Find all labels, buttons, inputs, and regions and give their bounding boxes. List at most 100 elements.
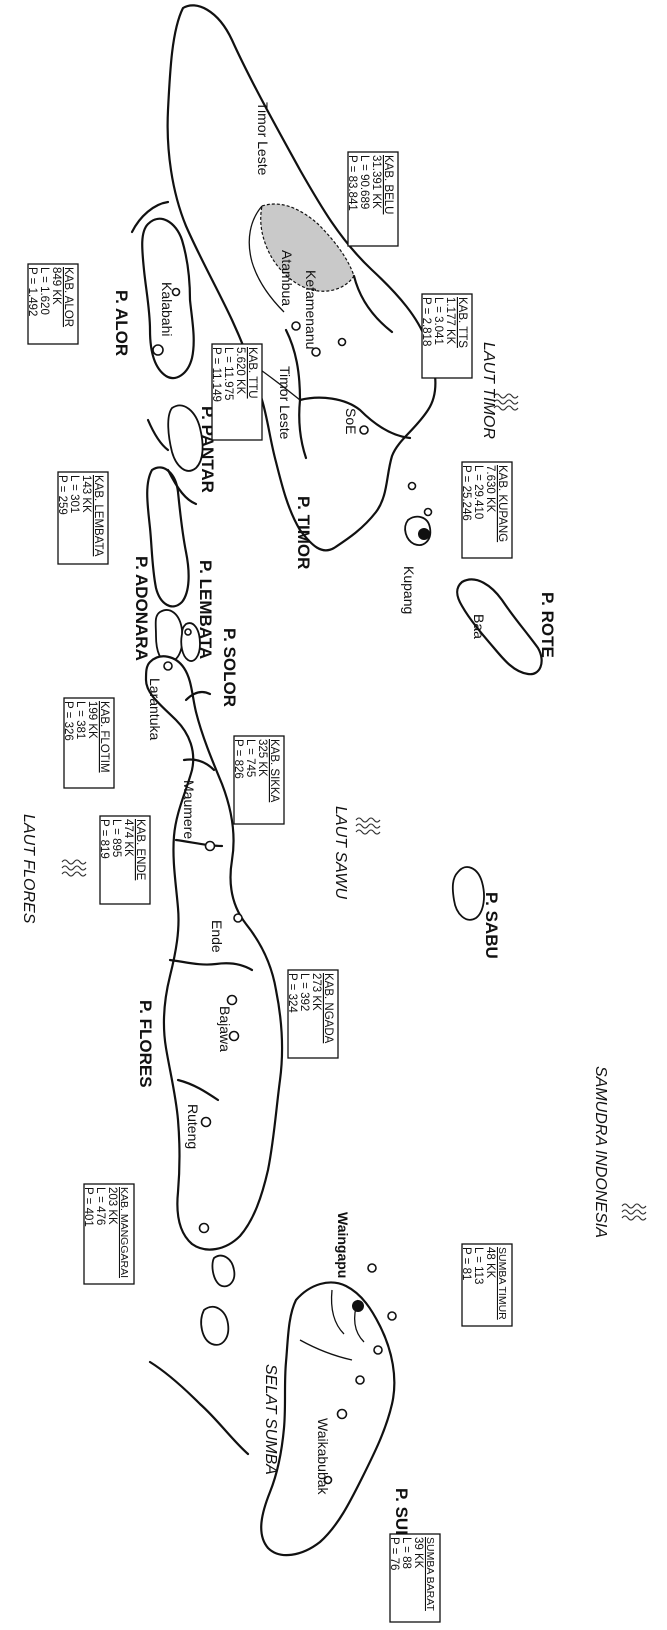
svg-text:P = 819: P = 819 bbox=[98, 819, 110, 859]
box-kab-kupang: KAB. KUPANG 7.630 KK L = 29.410 P = 25.2… bbox=[460, 461, 513, 559]
label-soe: SoE bbox=[343, 408, 359, 434]
adonara-island bbox=[154, 609, 184, 663]
rinca-island bbox=[211, 1254, 236, 1288]
kefamenanu-marker bbox=[311, 347, 321, 357]
lembata-island bbox=[146, 466, 190, 608]
larantuka-marker bbox=[163, 661, 173, 671]
svg-text:39 KK: 39 KK bbox=[412, 1537, 424, 1569]
svg-text:KAB. FLOTIM: KAB. FLOTIM bbox=[98, 701, 110, 773]
label-waikabubak: Waikabubak bbox=[315, 1418, 331, 1496]
svg-text:199 KK: 199 KK bbox=[86, 701, 98, 739]
flores-border-2 bbox=[174, 838, 224, 848]
svg-text:L = 895: L = 895 bbox=[110, 819, 122, 857]
box-kab-ende: KAB. ENDE 474 KK L = 895 P = 819 bbox=[98, 815, 151, 905]
label-laut-sawu: LAUT SAWU bbox=[332, 806, 349, 900]
svg-text:KAB. NGADA: KAB. NGADA bbox=[322, 973, 334, 1044]
svg-text:P = 1.492: P = 1.492 bbox=[26, 267, 38, 316]
svg-text:203 KK: 203 KK bbox=[106, 1187, 118, 1225]
selat-sumba-coast bbox=[148, 1360, 250, 1456]
flores-border-4 bbox=[176, 1078, 220, 1102]
pantar-arc bbox=[146, 418, 170, 452]
rote-island bbox=[456, 578, 543, 676]
label-p-lembata: P. LEMBATA bbox=[196, 560, 215, 659]
label-ruteng: Ruteng bbox=[185, 1104, 201, 1149]
svg-text:P = 81: P = 81 bbox=[460, 1247, 472, 1280]
kupang-capital-marker bbox=[418, 528, 430, 540]
svg-text:1.177 KK: 1.177 KK bbox=[444, 297, 456, 345]
label-baa: Baa bbox=[471, 614, 487, 639]
label-timor-leste-south: Timor Leste bbox=[277, 366, 293, 440]
label-kupang: Kupang bbox=[401, 566, 417, 614]
flores-island bbox=[144, 655, 284, 1251]
sumba-border bbox=[299, 1339, 353, 1361]
label-p-solor: P. SOLOR bbox=[220, 628, 239, 707]
pantar-island bbox=[167, 404, 204, 472]
label-larantuka: Larantuka bbox=[147, 678, 163, 740]
bajawa-marker bbox=[226, 994, 238, 1006]
svg-text:P = 76: P = 76 bbox=[388, 1537, 400, 1570]
waingapu-capital-marker bbox=[352, 1300, 364, 1312]
svg-text:KAB. TTS: KAB. TTS bbox=[456, 297, 468, 348]
flores-border-5 bbox=[184, 690, 212, 702]
alor-island bbox=[141, 217, 195, 380]
waikabubak-marker bbox=[336, 1408, 348, 1420]
label-maumere: Maumere bbox=[181, 780, 197, 839]
svg-text:P = 259: P = 259 bbox=[56, 475, 68, 515]
svg-text:KAB. TTU: KAB. TTU bbox=[246, 347, 258, 399]
atambua-marker bbox=[291, 321, 301, 331]
svg-text:P = 826: P = 826 bbox=[232, 739, 244, 779]
label-p-flores: P. FLORES bbox=[136, 1000, 155, 1088]
flores-border-1 bbox=[168, 958, 254, 972]
svg-text:5.620 KK: 5.620 KK bbox=[234, 347, 246, 395]
label-samudra-indonesia: SAMUDRA INDONESIA bbox=[592, 1066, 609, 1238]
svg-text:L = 90.689: L = 90.689 bbox=[358, 155, 370, 209]
svg-text:KAB. ENDE: KAB. ENDE bbox=[134, 819, 146, 881]
towns bbox=[152, 287, 433, 1485]
label-p-sabu: P. SABU bbox=[482, 892, 501, 959]
svg-text:143 KK: 143 KK bbox=[80, 475, 92, 513]
label-bajawa: Bajawa bbox=[217, 1006, 233, 1052]
label-waingapu: Waingapu bbox=[335, 1212, 351, 1278]
svg-text:L = 113: L = 113 bbox=[472, 1247, 484, 1284]
box-kab-tts: KAB. TTS 1.177 KK L = 3.041 P = 2.818 bbox=[420, 293, 473, 379]
box-kab-ttu: KAB. TTU 5.620 KK L = 11.975 P = 11.149 bbox=[210, 343, 263, 441]
label-laut-flores: LAUT FLORES bbox=[20, 814, 37, 924]
svg-text:L = 301: L = 301 bbox=[68, 475, 80, 513]
flores-border-3 bbox=[182, 758, 216, 772]
sabu-island bbox=[451, 866, 485, 921]
soe-marker bbox=[359, 425, 369, 435]
label-selat-sumba: SELAT SUMBA bbox=[262, 1364, 279, 1475]
svg-text:P = 83.841: P = 83.841 bbox=[346, 155, 358, 211]
svg-text:7.630 KK: 7.630 KK bbox=[484, 465, 496, 513]
label-kalabahi: Kalabahi bbox=[159, 282, 175, 337]
lembata-arc bbox=[166, 468, 198, 506]
label-timor-leste-north: Timor Leste bbox=[255, 102, 271, 176]
box-sumba-barat: SUMBA BARAT 39 KK L = 88 P = 76 bbox=[388, 1533, 441, 1623]
svg-text:L = 11.975: L = 11.975 bbox=[222, 347, 234, 400]
svg-text:L = 88: L = 88 bbox=[400, 1537, 412, 1569]
svg-text:273 KK: 273 KK bbox=[310, 973, 322, 1011]
svg-text:KAB. MANGGARAI: KAB. MANGGARAI bbox=[118, 1187, 130, 1278]
box-kab-sikka: KAB. SIKKA 325 KK L = 745 P = 826 bbox=[232, 735, 285, 825]
box-kab-lembata: KAB. LEMBATA 143 KK L = 301 P = 259 bbox=[56, 471, 109, 565]
svg-text:L = 745: L = 745 bbox=[244, 739, 256, 777]
svg-text:849 KK: 849 KK bbox=[50, 267, 62, 305]
label-p-rote: P. ROTE bbox=[538, 592, 557, 658]
label-laut-timor: LAUT TIMOR bbox=[480, 342, 497, 439]
svg-text:KAB. LEMBATA: KAB. LEMBATA bbox=[92, 475, 104, 557]
ruteng-marker bbox=[200, 1116, 212, 1128]
label-p-adonara: P. ADONARA bbox=[132, 556, 151, 661]
wave-laut-flores bbox=[61, 859, 87, 877]
timor-island bbox=[166, 4, 437, 552]
alor-arc bbox=[130, 200, 170, 234]
box-kab-flotim: KAB. FLOTIM 199 KK L = 381 P = 326 bbox=[62, 697, 115, 789]
svg-text:325 KK: 325 KK bbox=[256, 739, 268, 777]
wave-samudra bbox=[621, 1203, 647, 1221]
box-kab-manggarai: KAB. MANGGARAI 203 KK L = 476 P = 401 bbox=[82, 1183, 135, 1285]
box-sumba-timur: SUMBA TIMUR 48 KK L = 113 P = 81 bbox=[460, 1243, 513, 1327]
svg-text:474 KK: 474 KK bbox=[122, 819, 134, 857]
svg-text:31.391 KK: 31.391 KK bbox=[370, 155, 382, 209]
ende-marker bbox=[233, 913, 243, 923]
svg-text:P = 2.818: P = 2.818 bbox=[420, 297, 432, 346]
